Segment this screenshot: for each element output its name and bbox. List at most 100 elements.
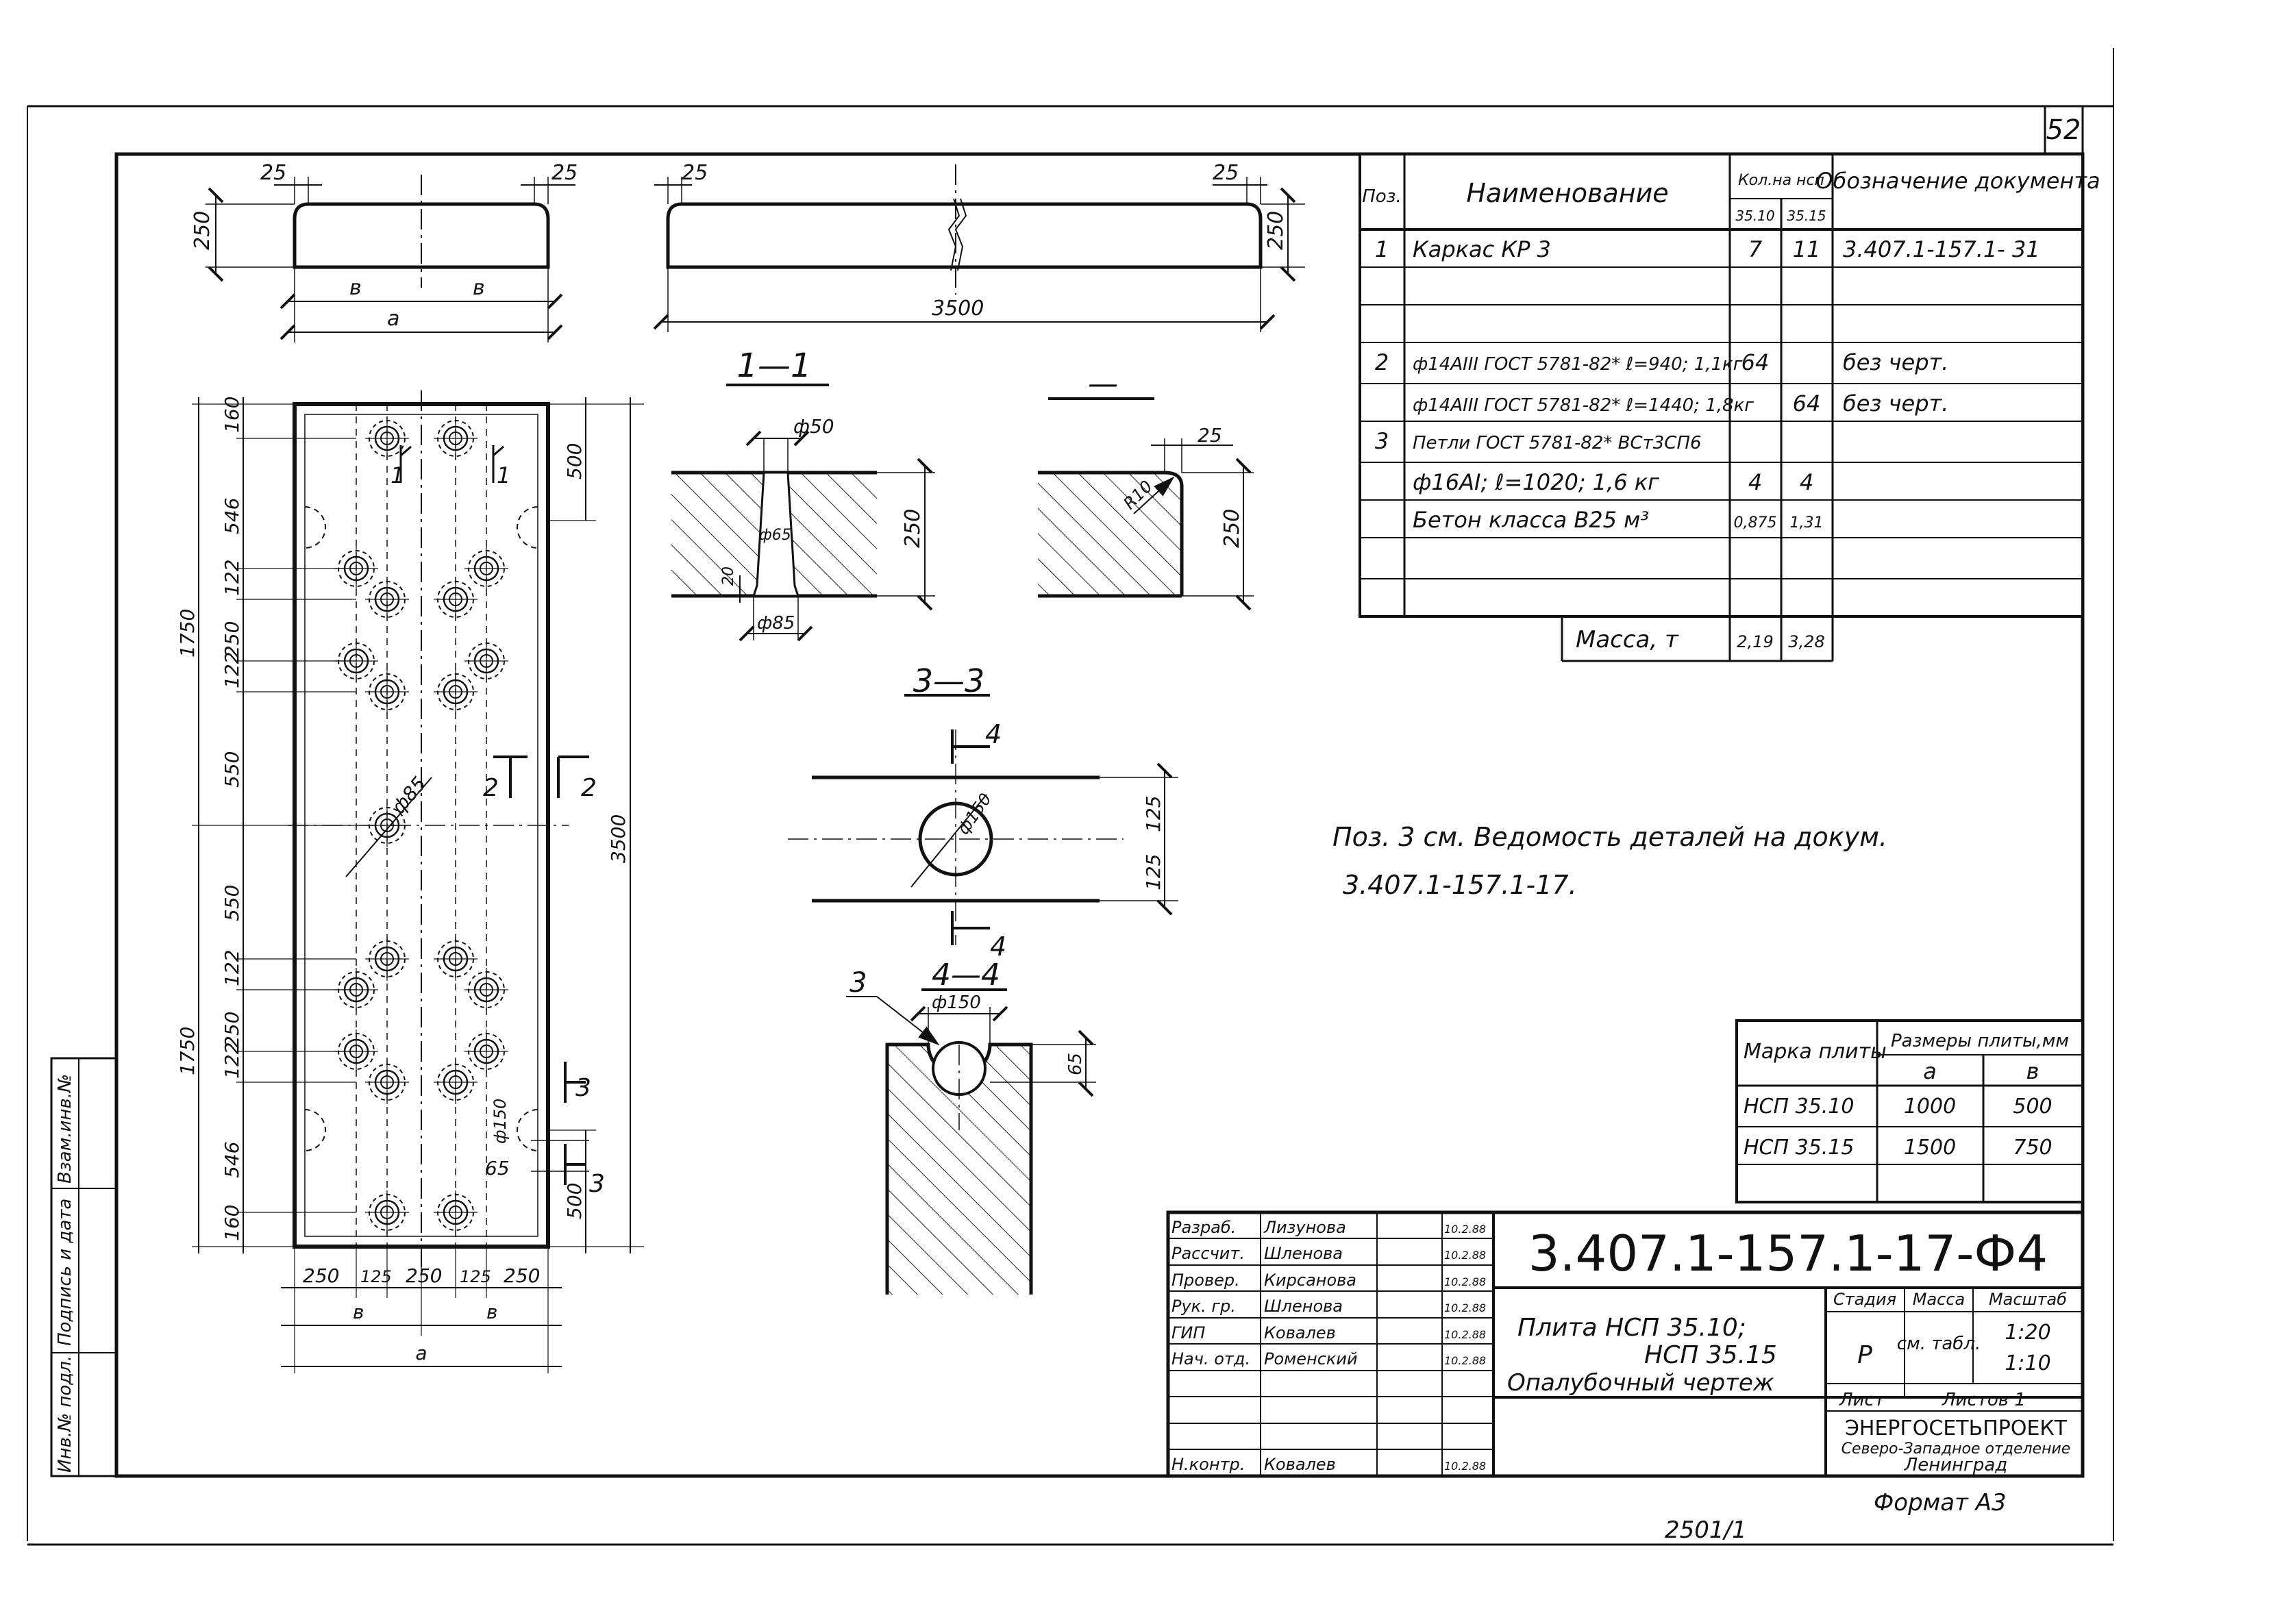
title-line: НСП 35.15 (1644, 1341, 1777, 1369)
section-title: 3—3 (913, 662, 985, 699)
anchor-hole (464, 1029, 508, 1073)
anchor-hole (434, 937, 478, 981)
spec-header-qty: Кол.на нсп (1738, 172, 1824, 189)
anchor-hole (365, 1060, 409, 1104)
sheet-footer: Формат А3 2501/1 (1665, 1489, 2007, 1544)
spec-cell-doc: без черт. (1843, 349, 1948, 375)
dim-label: 25 (1198, 424, 1222, 447)
dim-label: 250 (303, 1264, 339, 1287)
anchor-hole (365, 1190, 409, 1234)
title-block (1166, 1210, 2085, 1478)
section-3-3-labels: 3—3 ф150 125 125 4 4 (913, 662, 1165, 962)
spec-table (1359, 153, 2084, 662)
cut-label: 1 (497, 462, 510, 488)
dim-label: 122 (221, 560, 243, 596)
spec-cell-doc: без черт. (1843, 390, 1948, 416)
dim-label: 25 (260, 161, 286, 185)
dim-label: 25 (551, 161, 578, 185)
dim-label: 20 (720, 566, 737, 586)
cut-label: 3 (575, 1074, 591, 1102)
format-label: Формат А3 (1874, 1489, 2007, 1516)
scale-header: Масштаб (1989, 1290, 2067, 1309)
anchor-holes (334, 416, 508, 1234)
anchor-hole (334, 639, 378, 683)
cut-label: 2 (483, 774, 499, 802)
spec-cell-q1: 64 (1741, 349, 1770, 375)
signer-name: Кирсанова (1264, 1271, 1356, 1290)
dim-label: ф150 (932, 992, 981, 1013)
signer-role: Н.контр. (1171, 1455, 1245, 1474)
spec-cell-name: Петли ГОСТ 5781-82* ВСт3СП6 (1413, 433, 1702, 453)
dim-label: в (349, 276, 362, 300)
sizes-header-sizes: Размеры плиты,мм (1891, 1031, 2069, 1051)
dim-label: 250 (406, 1264, 442, 1287)
dim-label: 25 (1213, 161, 1239, 185)
dim-label: 125 (360, 1267, 392, 1286)
sizes-table (1735, 1019, 2084, 1203)
dim-label: ф150 (491, 1099, 510, 1144)
dim-label: 546 (221, 498, 243, 534)
anchor-hole (434, 416, 478, 460)
spec-mass-q1: 2,19 (1737, 632, 1773, 651)
plan-dims: 160 546 122 250 122 550 550 122 250 122 … (176, 397, 630, 1364)
section-title: — (1088, 366, 1118, 401)
mass-header: Масса (1913, 1290, 1965, 1309)
spec-cell-q1: 0,875 (1734, 514, 1777, 532)
anchor-hole (464, 968, 508, 1012)
dim-label: 65 (1065, 1053, 1086, 1075)
spec-header-name: Наименование (1466, 178, 1668, 208)
title-line: Плита НСП 35.10; (1517, 1314, 1746, 1342)
dim-label: 3500 (932, 297, 984, 321)
anchor-hole (434, 1060, 478, 1104)
spec-mass-label: Масса, т (1576, 626, 1679, 653)
section-4-4 (846, 988, 1096, 1295)
dim-label: 1750 (176, 609, 199, 658)
signer-date: 10.2.88 (1444, 1328, 1486, 1341)
sizes-header-a: a (1923, 1058, 1937, 1084)
dim-label: 125 (460, 1267, 491, 1286)
sizes-cell-mark: НСП 35.10 (1744, 1095, 1854, 1119)
cut-label: 3 (589, 1170, 605, 1198)
signer-date: 10.2.88 (1444, 1249, 1486, 1262)
spec-cell-q2: 1,31 (1790, 514, 1824, 532)
sizes-header-b: в (2026, 1058, 2039, 1084)
dim-label: 250 (221, 621, 243, 658)
dim-label: 546 (221, 1142, 243, 1178)
dim-label: a (387, 307, 399, 331)
anchor-hole (365, 577, 409, 621)
dim-label: 500 (563, 443, 586, 479)
sizes-table-text: Марка плиты Размеры плиты,мм a в (1744, 1031, 2069, 1084)
dim-label: 250 (901, 509, 925, 548)
anchor-hole (334, 968, 378, 1012)
anchor-hole (464, 547, 508, 590)
sizes-cell-b: 500 (2013, 1095, 2052, 1119)
anchor-hole (365, 670, 409, 714)
cut-label: 4 (985, 719, 1002, 749)
spec-cell-q2: 64 (1793, 390, 1821, 416)
dim-label: 160 (221, 397, 243, 433)
doc-code: 3.407.1-157.1-17-Ф4 (1528, 1225, 2048, 1282)
section-1-1 (671, 384, 935, 642)
title-block-text: 3.407.1-157.1-17-Ф4 Плита НСП 35.10; НСП… (1507, 1225, 2070, 1475)
spec-mass-row: Масса, т 2,19 3,28 (1576, 626, 1825, 653)
org-branch: Северо-Западное отделение (1841, 1440, 2071, 1458)
spec-cell-pos: 3 (1375, 428, 1389, 454)
anchor-hole (434, 670, 478, 714)
section-title: 1—1 (736, 347, 811, 385)
dim-label: 3500 (607, 814, 630, 863)
spec-cell-name: ф14АIII ГОСТ 5781-82* ℓ=940; 1,1кг (1413, 354, 1743, 375)
section-2-2 (1038, 397, 1254, 611)
anchor-hole (464, 639, 508, 683)
archive-number: 2501/1 (1665, 1516, 1747, 1544)
section-title: 4—4 (932, 958, 1000, 992)
dim-label: в (486, 1301, 498, 1323)
signer-date: 10.2.88 (1444, 1223, 1486, 1236)
